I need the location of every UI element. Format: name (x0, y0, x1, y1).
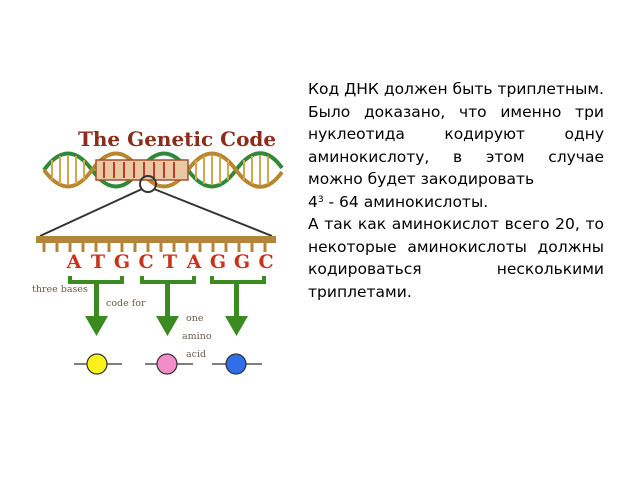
amino-acids (74, 353, 262, 375)
zoom-line-right (153, 188, 273, 237)
amino-acid-circle (156, 353, 178, 375)
nucleotide-bar (36, 236, 276, 252)
dna-helix (42, 151, 284, 189)
base-letter: G (114, 251, 130, 273)
caption-acid: acid (186, 349, 206, 360)
explanation-paragraph-2: А так как аминокислот всего 20, то некот… (308, 215, 604, 301)
base-letter: A (66, 251, 82, 273)
base-letters: A T G C T A G G C (66, 251, 274, 273)
base-letter: G (210, 251, 226, 273)
base-letter: C (138, 251, 153, 273)
arrows (85, 282, 248, 336)
base-letter: G (234, 251, 250, 273)
explanation-text: Код ДНК должен быть триплетным. Было док… (308, 78, 604, 303)
base-letter: T (163, 251, 177, 273)
caption-one: one (186, 313, 204, 324)
magnifier-icon (139, 175, 157, 193)
formula-rest: - 64 аминокислоты. (323, 192, 489, 211)
explanation-paragraph-1: Код ДНК должен быть триплетным. Было док… (308, 80, 604, 188)
genetic-code-diagram: The Genetic Code (32, 127, 284, 375)
caption-amino: amino (182, 331, 212, 342)
formula-base: 4 (308, 192, 318, 211)
caption-three-bases: three bases (32, 284, 88, 295)
base-letter: C (258, 251, 273, 273)
diagram-title: The Genetic Code (78, 127, 276, 151)
formula-exponent: 3 (317, 194, 324, 205)
amino-acid-circle (86, 353, 108, 375)
base-letter: A (186, 251, 202, 273)
formula-line: 43 - 64 аминокислоты. (308, 191, 604, 214)
amino-acid-circle (225, 353, 247, 375)
base-letter: T (91, 251, 105, 273)
triplet-brackets (68, 276, 266, 284)
zoom-line-left (39, 188, 143, 237)
caption-code-for: code for (106, 298, 146, 309)
